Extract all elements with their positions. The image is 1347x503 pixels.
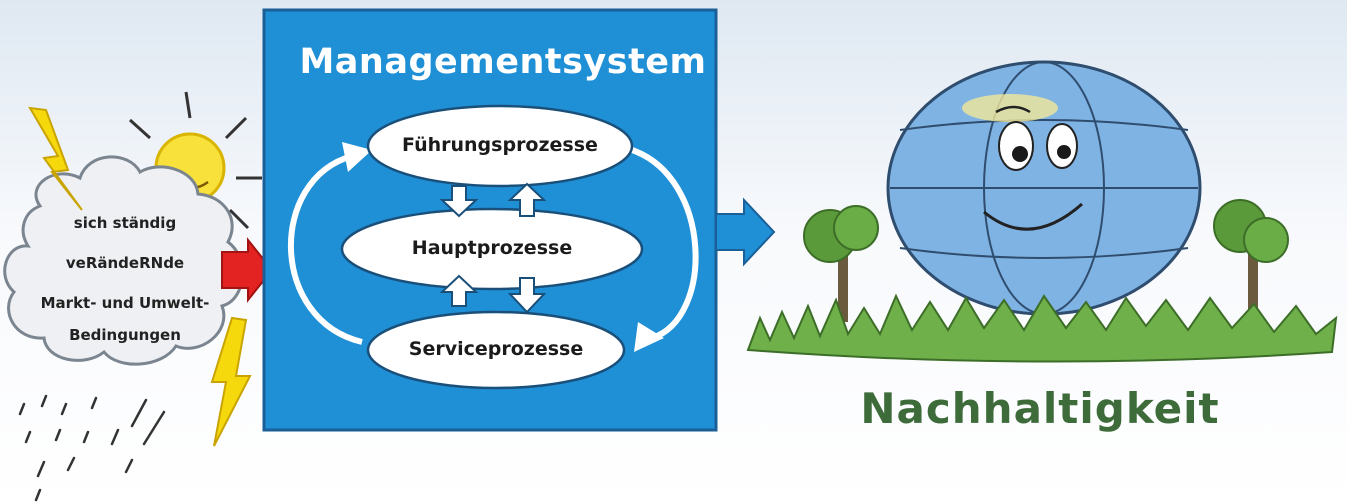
fuehrungsprozesse-ellipse	[366, 104, 634, 188]
serviceprozesse-label: Serviceprozesse	[408, 338, 584, 360]
grass-icon	[746, 293, 1338, 363]
tree-left-icon	[803, 205, 879, 322]
inner-arrows-icon	[439, 182, 547, 314]
globe-icon	[886, 60, 1202, 316]
management-title: Managementsystem	[299, 42, 707, 82]
hauptprozesse-label: Hauptprozesse	[411, 237, 573, 259]
lightning-bolt-top-icon	[28, 106, 83, 211]
blue-arrow-icon	[715, 197, 776, 267]
serviceprozesse-ellipse	[366, 310, 626, 390]
cloud-text-line-4: Bedingungen	[69, 326, 181, 344]
cloud-icon	[3, 155, 244, 366]
tree-right-icon	[1213, 199, 1289, 320]
cloud-text-line-1: sich ständig	[73, 214, 177, 232]
cycle-arrowhead-right-icon	[634, 322, 664, 352]
rain-icon	[18, 394, 166, 502]
cloud-text-line-2: veRändeRNde	[65, 254, 185, 272]
red-arrow-icon	[221, 237, 274, 303]
cycle-arrow-left-icon	[288, 153, 363, 345]
cloud-text-line-3: Markt- und Umwelt-	[40, 294, 210, 312]
nachhaltigkeit-label: Nachhaltigkeit	[860, 384, 1220, 433]
fuehrungsprozesse-label: Führungsprozesse	[402, 134, 598, 156]
lightning-bolt-bottom-icon	[210, 316, 252, 447]
cycle-arrowhead-left-icon	[342, 142, 372, 172]
hauptprozesse-ellipse	[340, 207, 644, 291]
cycle-arrow-right-icon	[631, 147, 699, 341]
